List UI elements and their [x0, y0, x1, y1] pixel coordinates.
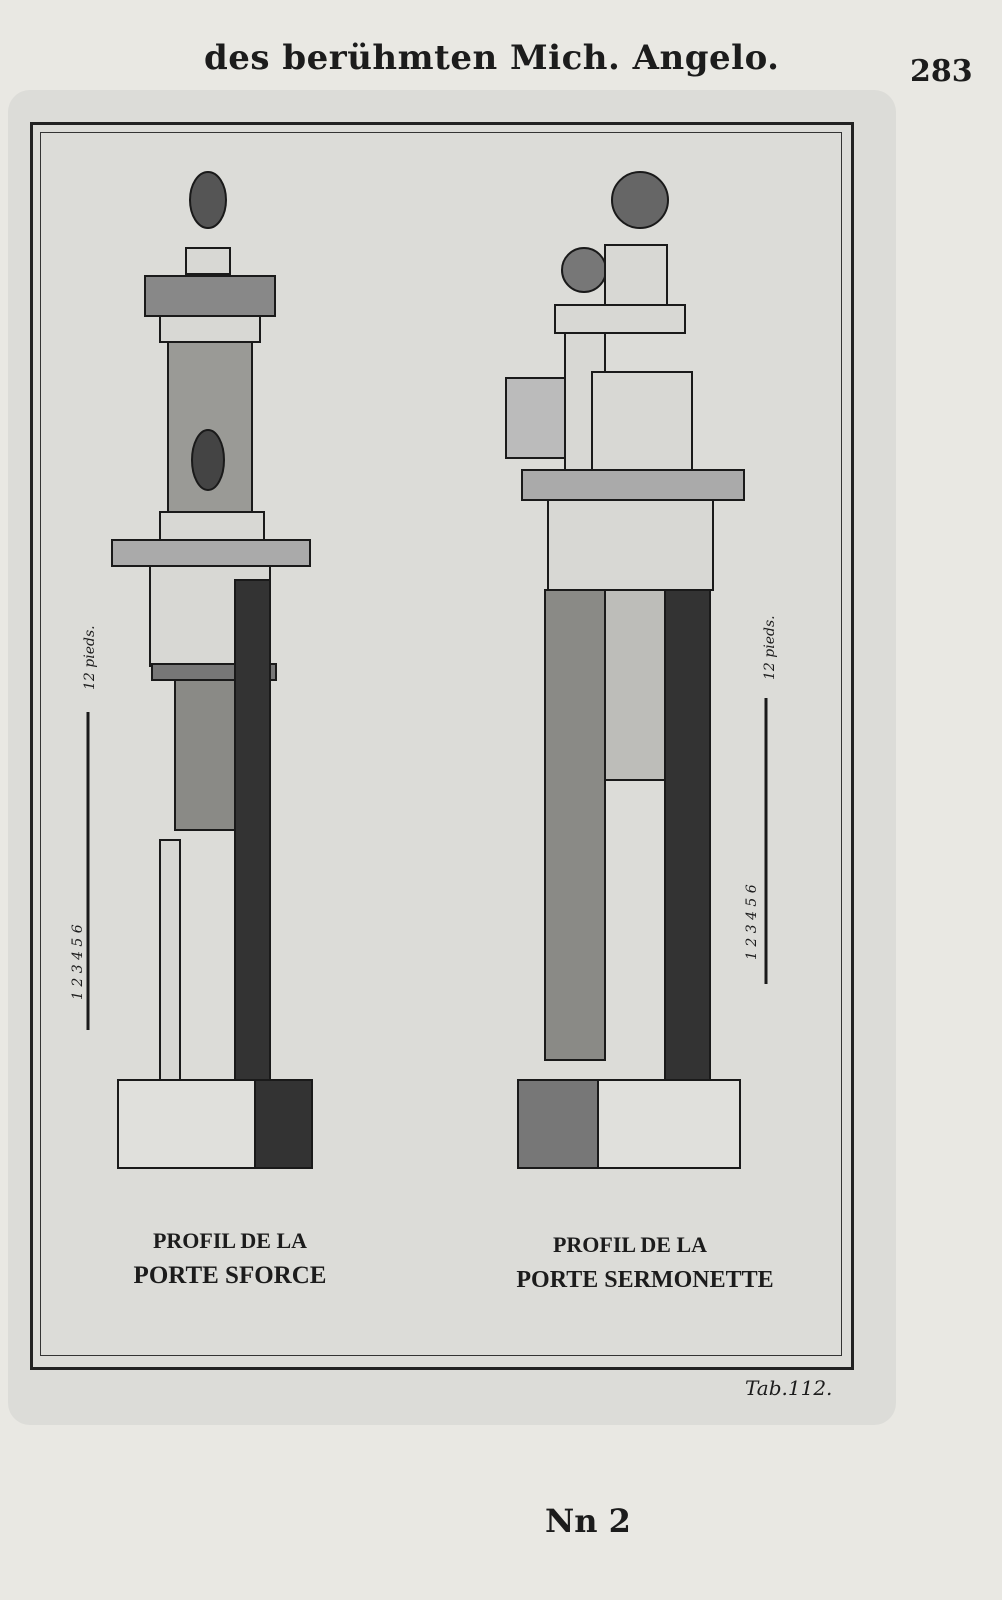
right-scale-ticks: 1 2 3 4 5 6 [744, 884, 760, 960]
left-scale-unit: 12 pieds. [82, 625, 98, 690]
left-caption-line1: PROFIL DE LA [152, 1228, 308, 1253]
right-scale-unit: 12 pieds. [762, 615, 778, 680]
page-number: 283 [910, 54, 973, 89]
left-caption-line2: PORTE SFORCE [133, 1262, 327, 1289]
plate-frame-outer [30, 122, 854, 1370]
left-scale-ticks: 1 2 3 4 5 6 [70, 924, 86, 1000]
running-head: des berühmten Mich. Angelo. [204, 38, 780, 78]
plate-number: Tab.112. [745, 1376, 833, 1400]
porte-sermonette-profile [505, 171, 745, 1169]
porte-sforce-profile [111, 171, 313, 1169]
signature-mark: Nn 2 [545, 1502, 631, 1540]
right-caption-line1: PROFIL DE LA [552, 1232, 708, 1257]
plate-frame-inner [40, 132, 842, 1356]
scale-bars [86, 698, 768, 1030]
right-caption-line2: PORTE SERMONETTE [516, 1267, 774, 1293]
